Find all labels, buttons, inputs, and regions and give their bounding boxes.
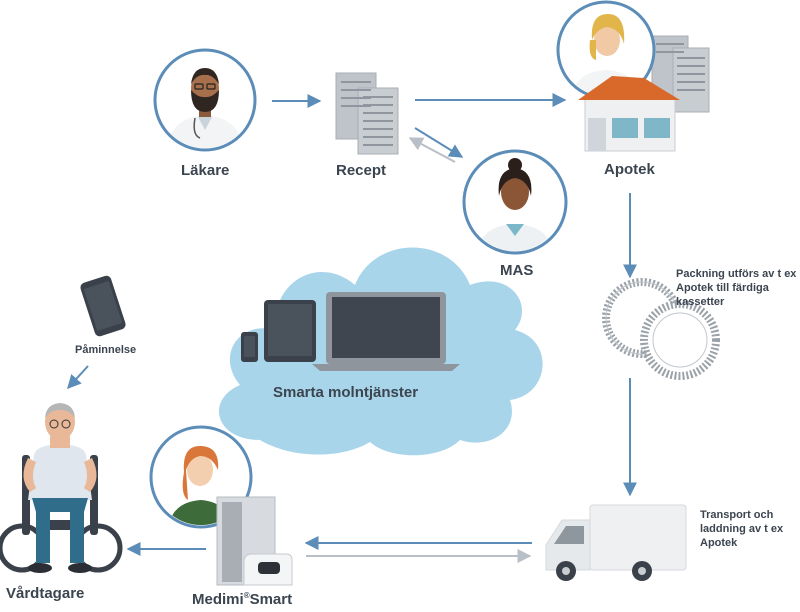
label-medimi-smart: Medimi®Smart — [192, 591, 292, 608]
label-apotek: Apotek — [604, 161, 655, 178]
cassette-rings-icon — [602, 278, 720, 380]
laptop-icon — [312, 292, 460, 371]
label-recept: Recept — [336, 162, 387, 179]
label-lakare: Läkare — [181, 162, 230, 179]
arrow-mas-recept — [408, 137, 456, 163]
medimi-smart-device — [216, 496, 293, 586]
label-vardtagare: Vårdtagare — [6, 585, 85, 602]
arrow-recept-mas — [414, 127, 464, 158]
medimi-prefix: Medimi — [192, 591, 244, 608]
tablet-icon — [264, 300, 316, 362]
medimi-suffix: Smart — [249, 591, 293, 608]
nurse-avatar — [462, 149, 568, 255]
delivery-van-icon — [545, 504, 687, 581]
arrows — [67, 93, 637, 563]
label-transport: Transport och laddning av t ex Apotek — [700, 509, 784, 549]
prescription-papers-icon — [335, 72, 399, 155]
phone-icon — [241, 332, 258, 362]
doctor-avatar — [153, 48, 257, 152]
arrow-paminnelse-vardtagare — [67, 365, 89, 390]
medimi-registered-mark: ® — [243, 591, 250, 600]
label-packning: Packning utförs av t ex Apotek till färd… — [676, 268, 797, 308]
label-paminnelse: Påminnelse — [75, 344, 137, 356]
pharmacy-building — [651, 35, 710, 113]
reminder-phone-icon — [80, 275, 126, 337]
patient-wheelchair-icon — [0, 403, 123, 573]
label-cloud: Smarta molntjänster — [273, 384, 419, 401]
pharmacy-shop — [578, 76, 680, 152]
label-mas: MAS — [500, 262, 534, 279]
